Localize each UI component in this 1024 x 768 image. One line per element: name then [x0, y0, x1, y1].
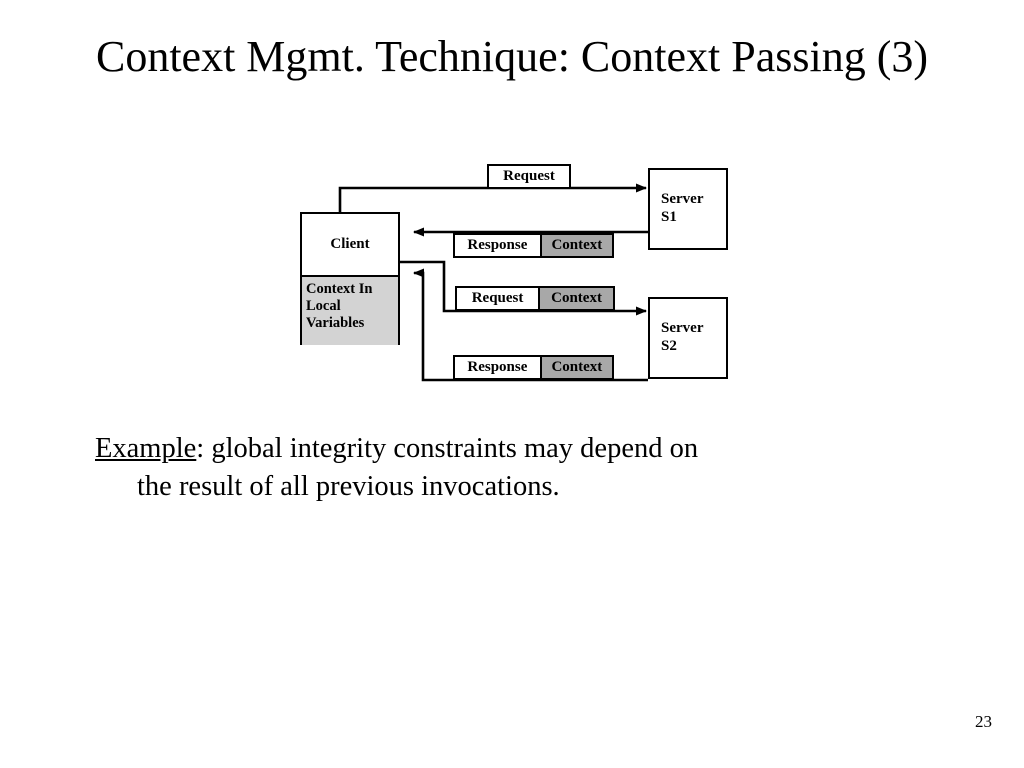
client-context-line-2: Local: [306, 298, 341, 315]
message-request-s2: Request Context: [455, 286, 615, 311]
message-response-s1-context: Context: [539, 235, 612, 256]
server-s2-line-2: S2: [661, 338, 677, 354]
client-label: Client: [302, 214, 398, 277]
page-number: 23: [975, 712, 992, 731]
message-response-s2-label: Response: [455, 357, 540, 378]
message-response-s2-context: Context: [539, 357, 612, 378]
arrow-request-s2: [400, 260, 647, 316]
message-request-s1-label: Request: [489, 166, 569, 187]
server-s1-line-1: Server: [661, 191, 704, 208]
page-title: Context Mgmt. Technique: Context Passing…: [95, 32, 929, 81]
example-line-1: : global integrity constraints may depen…: [196, 433, 699, 464]
message-request-s2-context: Context: [538, 288, 613, 309]
client-context-store: Context In Local Variables: [302, 277, 398, 345]
message-response-s2: Response Context: [453, 355, 614, 380]
server-s1-line-2: S1: [661, 209, 677, 225]
example-line-2: the result of all previous invocations.: [137, 471, 560, 503]
node-client: Client Context In Local Variables: [300, 212, 400, 345]
message-response-s1: Response Context: [453, 233, 614, 258]
arrow-response-s2: [413, 268, 648, 382]
node-server-s1: Server S1: [648, 168, 728, 250]
message-request-s2-label: Request: [457, 288, 539, 309]
server-s2-line-1: Server: [661, 320, 704, 337]
client-context-line-1: Context In: [306, 281, 373, 297]
client-context-line-3: Variables: [306, 315, 365, 332]
message-request-s1: Request: [487, 164, 571, 189]
message-response-s1-label: Response: [455, 235, 540, 256]
node-server-s2: Server S2: [648, 297, 728, 379]
example-paragraph: Example: global integrity constraints ma…: [95, 430, 955, 506]
example-keyword: Example: [95, 433, 197, 464]
arrow-request-s1: [338, 183, 647, 212]
